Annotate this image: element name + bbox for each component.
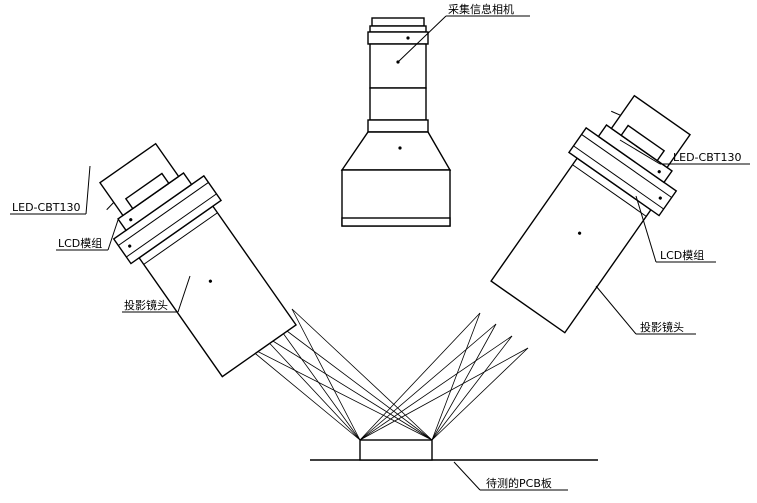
label-pcb: 待测的PCB板 (486, 476, 552, 490)
left-projector (98, 142, 298, 378)
label-lens-right: 投影镜头 (640, 320, 684, 334)
label-led-left: LED-CBT130 (12, 201, 80, 214)
pcb-board (359, 439, 433, 461)
label-lcd-left: LCD模组 (58, 236, 102, 250)
label-lens-left: 投影镜头 (124, 298, 168, 312)
projection-rays (244, 308, 529, 441)
capture-camera (340, 17, 452, 227)
label-led-right: LED-CBT130 (673, 151, 741, 164)
pcb-assembly (310, 439, 598, 461)
right-projector (490, 94, 692, 334)
label-lcd-right: LCD模组 (660, 248, 704, 262)
labels: 采集信息相机 LED-CBT130 LCD模组 投影镜头 LED-CBT130 … (12, 2, 741, 490)
label-camera: 采集信息相机 (448, 2, 514, 16)
leader-lines (10, 15, 750, 491)
